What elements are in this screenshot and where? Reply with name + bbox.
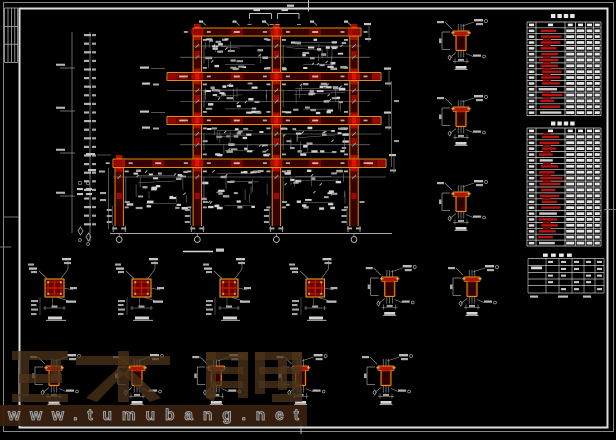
svg-text:www.tumubang.net: www.tumubang.net: [7, 407, 309, 424]
